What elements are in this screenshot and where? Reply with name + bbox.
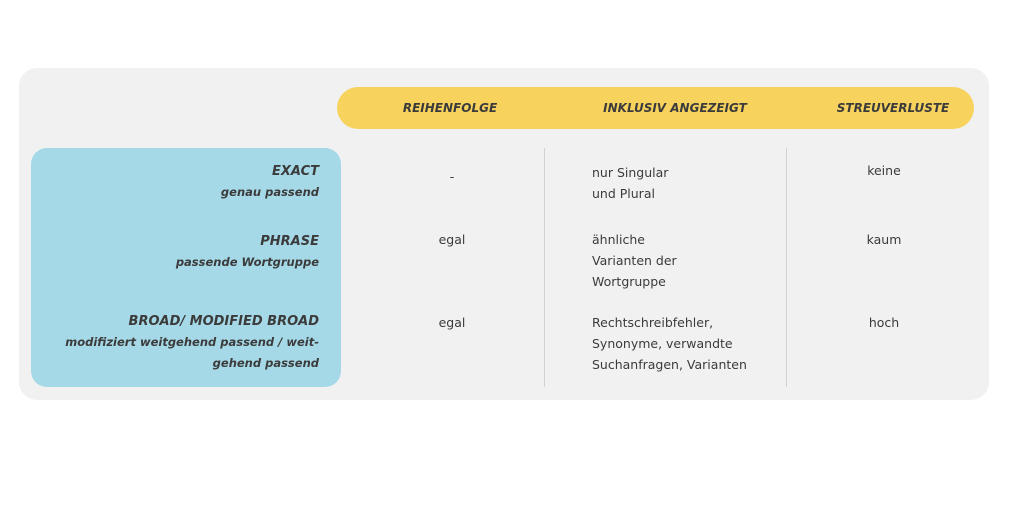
cell-streuverluste-exact: keine bbox=[867, 163, 901, 178]
cell-line: Rechtschreibfehler, bbox=[592, 315, 714, 330]
row-label-broad: BROAD/ MODIFIED BROAD modifiziert weitge… bbox=[65, 312, 319, 374]
row-title: BROAD/ MODIFIED BROAD bbox=[128, 314, 319, 329]
cell-line: Varianten der bbox=[592, 253, 677, 268]
cell-reihenfolge-broad: egal bbox=[438, 315, 466, 330]
row-subtitle: passende Wortgruppe bbox=[175, 255, 319, 269]
row-subtitle: gehend passend bbox=[212, 356, 319, 370]
row-title: EXACT bbox=[272, 164, 319, 179]
row-title: PHRASE bbox=[260, 234, 319, 249]
header-inklusiv-angezeigt: INKLUSIV ANGEZEIGT bbox=[603, 101, 747, 115]
row-subtitle: modifiziert weitgehend passend / weit- bbox=[65, 335, 319, 349]
cell-line: ähnliche bbox=[592, 232, 645, 247]
column-divider bbox=[544, 148, 545, 387]
cell-streuverluste-broad: hoch bbox=[868, 315, 900, 330]
header-reihenfolge: REIHENFOLGE bbox=[402, 101, 498, 115]
cell-line: Suchanfragen, Varianten bbox=[592, 357, 747, 372]
cell-reihenfolge-phrase: egal bbox=[438, 232, 466, 247]
table-header bbox=[337, 87, 974, 129]
row-label-phrase: PHRASE passende Wortgruppe bbox=[176, 232, 319, 273]
cell-line: und Plural bbox=[592, 186, 655, 201]
cell-line: Wortgruppe bbox=[592, 274, 666, 289]
header-streuverluste: STREUVERLUSTE bbox=[836, 101, 950, 115]
row-subtitle: genau passend bbox=[220, 185, 319, 199]
cell-line: Synonyme, verwandte bbox=[592, 336, 733, 351]
cell-streuverluste-phrase: kaum bbox=[866, 232, 902, 247]
row-label-exact: EXACT genau passend bbox=[221, 162, 319, 203]
cell-line: nur Singular bbox=[592, 165, 669, 180]
match-type-panel bbox=[31, 148, 341, 387]
column-divider bbox=[786, 148, 787, 387]
cell-reihenfolge-exact: - bbox=[449, 169, 455, 184]
cell-inklusiv-broad: Rechtschreibfehler, Synonyme, verwandte … bbox=[592, 312, 747, 375]
cell-inklusiv-exact: nur Singular und Plural bbox=[592, 162, 668, 204]
cell-inklusiv-phrase: ähnliche Varianten der Wortgruppe bbox=[592, 229, 677, 292]
